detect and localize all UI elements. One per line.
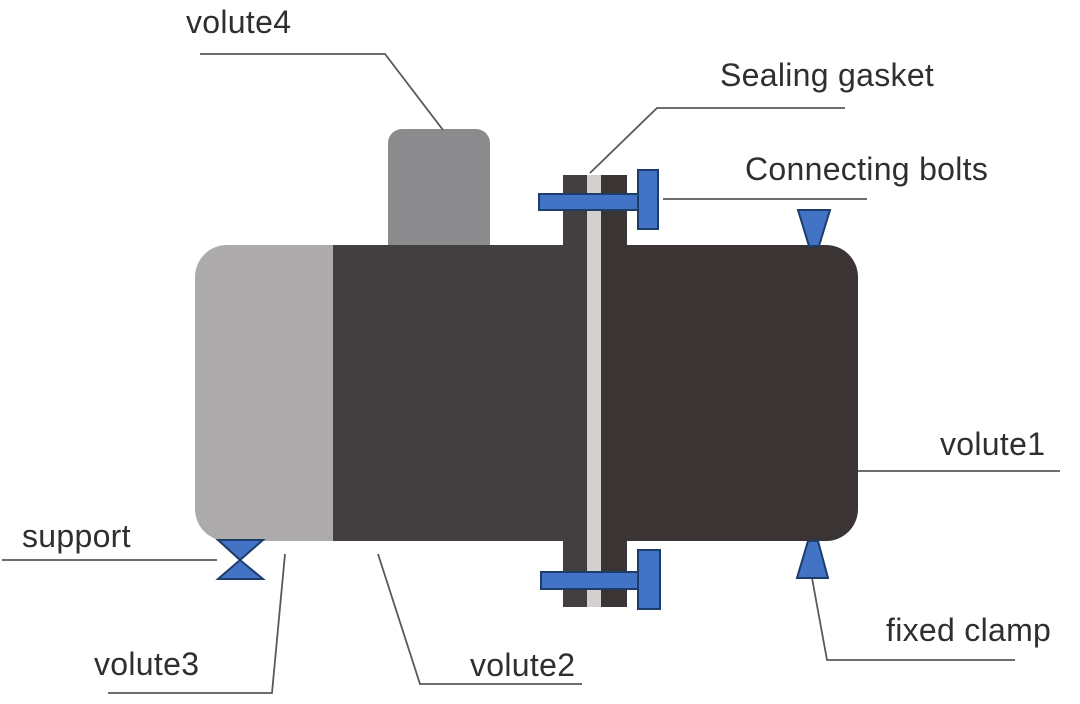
leader-volute4 [200, 53, 444, 131]
label-volute4: volute4 [186, 4, 292, 40]
connecting-bolt-top-shaft [538, 193, 642, 211]
label-volute1: volute1 [940, 426, 1046, 462]
label-volute3: volute3 [94, 646, 200, 682]
label-connecting-bolts: Connecting bolts [745, 151, 989, 187]
connecting-bolt-top-head [637, 169, 659, 230]
flange-bar-top-right [601, 175, 627, 247]
connecting-bolt-bottom-head [637, 549, 661, 610]
label-support: support [22, 518, 131, 554]
label-sealing-gasket: Sealing gasket [720, 57, 935, 93]
fixed-clamp-top-wedge [796, 209, 832, 247]
volute2-body-section [333, 245, 587, 541]
volute4-outlet-block [388, 129, 490, 245]
volute3-body-section [195, 245, 333, 541]
flange-bar-top-left [563, 175, 587, 247]
connecting-bolt-bottom-shaft [540, 571, 642, 590]
volute1-body-section [601, 245, 858, 541]
label-volute2: volute2 [470, 647, 576, 683]
sealing-gasket-strip [587, 175, 601, 607]
support-mount-upper-triangle [215, 539, 266, 562]
fixed-clamp-bottom-wedge [795, 540, 830, 579]
label-fixed-clamp: fixed clamp [886, 612, 1052, 648]
support-mount-lower-triangle [215, 558, 266, 580]
